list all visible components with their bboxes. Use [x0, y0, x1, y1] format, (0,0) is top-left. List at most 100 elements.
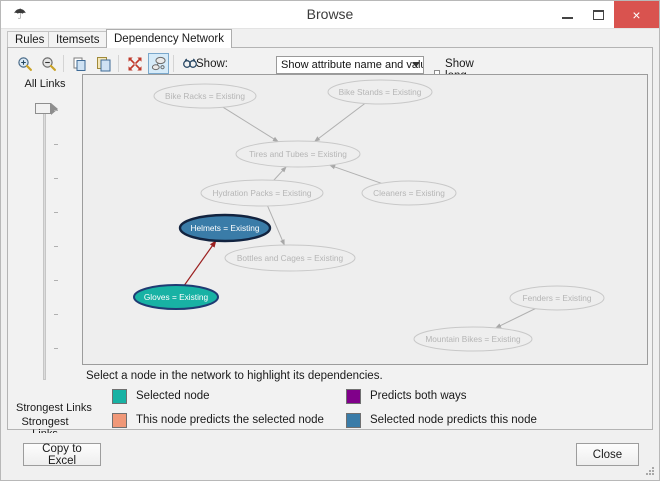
toolbar-separator-1: [63, 55, 64, 72]
copy-to-excel-button[interactable]: Copy to Excel: [23, 443, 101, 467]
copy-all-button[interactable]: [93, 53, 114, 74]
node-label: Bike Racks = Existing: [165, 91, 245, 101]
dialog-footer: Copy to Excel Close: [1, 433, 659, 480]
graph-edge: [183, 240, 217, 286]
graph-hint-text: Select a node in the network to highligh…: [86, 370, 383, 382]
slider-tick: [54, 314, 58, 315]
zoom-out-button[interactable]: [38, 53, 59, 74]
slider-tick: [54, 212, 58, 213]
slider-track[interactable]: [43, 107, 46, 380]
node-ellipse: [327, 79, 433, 105]
graph-edges: [183, 103, 536, 329]
graph-edge: [495, 308, 536, 329]
show-mode-select[interactable]: Show attribute name and value: [276, 56, 424, 74]
chevron-down-icon: [412, 62, 420, 67]
legend-swatch-both-ways: [346, 389, 361, 404]
graph-node-tires-and-tubes[interactable]: Tires and Tubes = Existing: [235, 140, 361, 168]
window-controls: ×: [552, 1, 659, 29]
toolbar-separator-2: [118, 55, 119, 72]
slider-thumb[interactable]: [35, 103, 58, 115]
layout-network-icon: [151, 56, 166, 70]
graph-legend: Strongest Links Selected node This node …: [16, 388, 646, 430]
legend-swatch-predicts-selected: [112, 413, 127, 428]
copy-icon: [73, 57, 85, 71]
fit-to-screen-icon: [128, 57, 141, 70]
legend-swatch-selected-predicts: [346, 413, 361, 428]
node-label: Cleaners = Existing: [373, 188, 445, 198]
zoom-out-icon: [41, 56, 56, 71]
slider-tick: [54, 178, 58, 179]
toolbar-separator-3: [173, 55, 174, 72]
slider-tick: [54, 110, 58, 111]
node-label: Mountain Bikes = Existing: [425, 334, 521, 344]
node-label: Hydration Packs = Existing: [213, 188, 312, 198]
fit-to-screen-button[interactable]: [124, 53, 145, 74]
node-label: Bike Stands = Existing: [339, 87, 422, 97]
graph-edge: [273, 166, 287, 181]
graph-node-mountain-bikes[interactable]: Mountain Bikes = Existing: [413, 326, 533, 352]
find-icon: [182, 58, 197, 68]
node-ellipse: [178, 213, 272, 243]
legend-label-selected-node: Selected node: [136, 390, 210, 402]
node-label: Gloves = Existing: [144, 292, 209, 302]
window-title: Browse: [306, 6, 354, 22]
link-strength-slider[interactable]: All Links Strongest Links: [8, 78, 82, 440]
node-ellipse: [361, 180, 457, 206]
graph-node-hydration-packs[interactable]: Hydration Packs = Existing: [200, 179, 324, 207]
graph-edge: [329, 164, 382, 184]
graph-node-helmets[interactable]: Helmets = Existing: [178, 213, 272, 243]
slider-tick: [54, 144, 58, 145]
graph-edge: [222, 106, 279, 143]
graph-edge: [314, 103, 366, 142]
node-ellipse: [509, 285, 605, 311]
maximize-button[interactable]: [583, 1, 614, 28]
graph-node-bike-racks[interactable]: Bike Racks = Existing: [153, 83, 257, 109]
graph-node-fenders[interactable]: Fenders = Existing: [509, 285, 605, 311]
graph-node-bike-stands[interactable]: Bike Stands = Existing: [327, 79, 433, 105]
node-ellipse: [153, 83, 257, 109]
node-label: Fenders = Existing: [523, 293, 592, 303]
minimize-button[interactable]: [552, 1, 583, 28]
copy-all-icon: [96, 56, 110, 71]
node-label: Helmets = Existing: [191, 223, 260, 233]
tab-dependency-network[interactable]: Dependency Network: [106, 29, 232, 48]
slider-tick: [54, 280, 58, 281]
tab-rules[interactable]: Rules: [7, 31, 53, 48]
node-ellipse: [413, 326, 533, 352]
show-mode-value: Show attribute name and value: [281, 59, 424, 71]
node-ellipse: [133, 284, 219, 310]
dependency-graph-canvas[interactable]: Bike Racks = Existing Bike Stands = Exist…: [82, 74, 648, 365]
slider-tick: [54, 246, 58, 247]
node-ellipse: [235, 140, 361, 168]
slider-tick: [54, 348, 58, 349]
graph-node-gloves[interactable]: Gloves = Existing: [133, 284, 219, 310]
close-button[interactable]: Close: [576, 443, 639, 466]
layout-network-button[interactable]: [148, 53, 169, 74]
legend-label-predicts-selected: This node predicts the selected node: [136, 414, 324, 426]
tab-itemsets[interactable]: Itemsets: [48, 31, 108, 48]
app-icon: ☂: [13, 6, 27, 23]
tab-strip: Rules Itemsets Dependency Network: [7, 29, 653, 48]
show-label: Show:: [196, 58, 228, 70]
legend-label-selected-predicts: Selected node predicts this node: [370, 414, 537, 426]
node-label: Tires and Tubes = Existing: [249, 149, 347, 159]
graph-node-cleaners[interactable]: Cleaners = Existing: [361, 180, 457, 206]
legend-title: Strongest Links: [16, 402, 92, 414]
graph-node-bottles-cages[interactable]: Bottles and Cages = Existing: [224, 244, 356, 272]
graph-nodes[interactable]: Bike Racks = Existing Bike Stands = Exist…: [133, 79, 605, 352]
node-ellipse: [200, 179, 324, 207]
zoom-in-button[interactable]: [14, 53, 35, 74]
slider-top-label: All Links: [24, 78, 66, 90]
node-label: Bottles and Cages = Existing: [237, 253, 344, 263]
legend-label-both-ways: Predicts both ways: [370, 390, 467, 402]
zoom-in-icon: [17, 56, 32, 71]
legend-swatch-selected-node: [112, 389, 127, 404]
graph-edge: [267, 205, 285, 246]
close-window-button[interactable]: ×: [614, 1, 659, 28]
node-ellipse: [224, 244, 356, 272]
title-bar: ☂ Browse ×: [1, 1, 659, 29]
copy-button[interactable]: [69, 53, 90, 74]
resize-grip[interactable]: [645, 467, 655, 477]
find-button[interactable]: [179, 53, 200, 74]
